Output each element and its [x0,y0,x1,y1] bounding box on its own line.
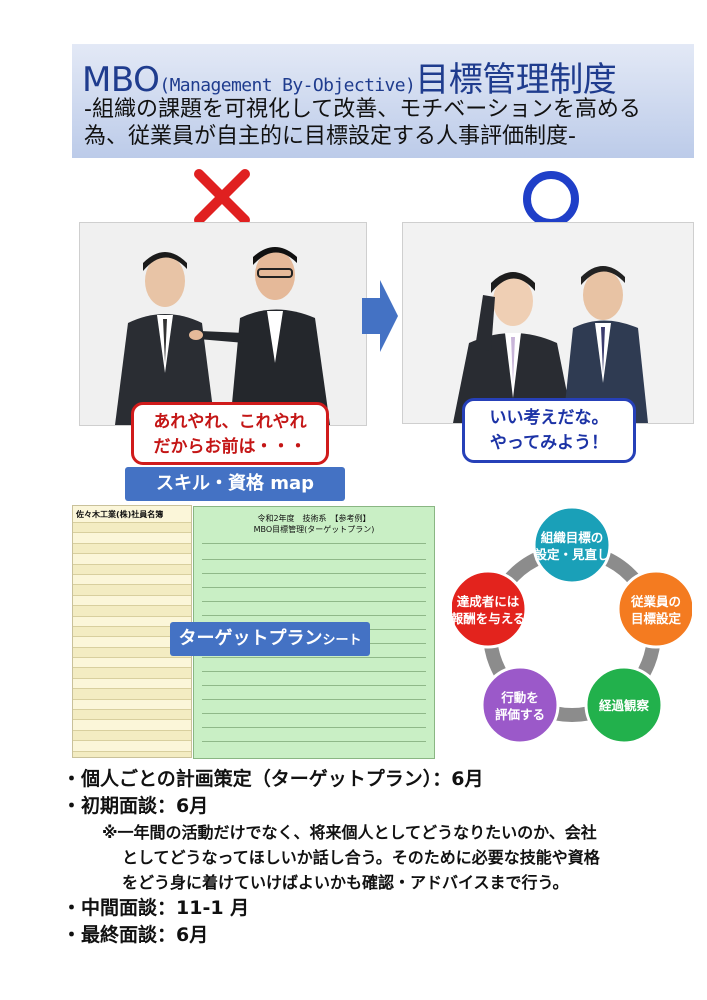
bubble-good-line1: いい考えだな。 [489,408,609,428]
plan-grid-line [202,727,426,728]
roster-row [73,698,191,709]
plan-grid-line [202,713,426,714]
page-title: MBO(Management By-Objective)目標管理制度 [82,52,617,101]
roster-row [73,677,191,688]
cycle-step-label: 目標設定 [631,611,682,626]
blue-circle-icon [523,171,579,227]
subtitle: -組織の課題を可視化して改善、モチベーションを高める為、従業員が自主的に目標設定… [84,97,641,149]
plan-grid-line [202,573,426,574]
plan-grid-line [202,685,426,686]
roster-title: 佐々木工業(株)社員名簿 [76,510,164,519]
roster-row [73,542,191,554]
roster-row [73,625,191,637]
bullet-final-interview: ・最終面談：6月 [62,924,209,946]
plan-grid-line [202,601,426,602]
speech-bubble-encouraging: いい考えだな。 やってみよう！ [462,398,636,463]
cycle-step-label: 報酬を与える [452,611,525,626]
plan-grid-line [202,615,426,616]
roster-row [73,605,191,616]
note-line1: ※一年間の活動だけでなく、将来個人としてどうなりたいのか、会社 [102,823,597,842]
cycle-step-circle [584,665,664,745]
roster-row [73,573,191,584]
plan-grid-line [202,741,426,742]
photo-scolding-businessmen [79,222,367,426]
plan-grid-line [202,671,426,672]
cycle-step-label: 評価する [495,707,545,722]
roster-row [73,729,191,741]
cycle-step-label: 経過観察 [599,698,650,713]
plan-grid-line [202,559,426,560]
right-arrow-icon [362,280,398,352]
smiling-illustration [403,223,693,423]
bubble-bad-line1: あれやれ、これやれ [153,412,307,432]
cycle-step-label: 達成者には [457,594,520,609]
title-banner [72,44,694,158]
roster-rows [73,522,191,757]
plan-grid-line [202,657,426,658]
interview-note: ※一年間の活動だけでなく、将来個人としてどうなりたいのか、会社 としてどうなって… [102,820,692,895]
cycle-step-3: 経過観察 [584,665,664,745]
roster-row [73,719,191,729]
note-line3: をどう身に着けていけばよいかも確認・アドバイスまで行う。 [122,873,569,892]
bubble-bad-line2: だからお前は・・・ [153,437,307,457]
cycle-step-label: 設定・見直し [534,547,609,562]
roster-row [73,553,191,563]
roster-row [73,532,191,542]
plan-label-sub: シート [322,633,362,648]
schedule-list: ・個人ごとの計画策定（ターゲットプラン）：6月 ・初期面談：6月 ※一年間の活動… [62,766,692,949]
title-japanese: 目標管理制度 [415,60,617,100]
roster-row [73,594,191,605]
plan-header: 令和2年度 技術系 【参考例】 [257,514,371,523]
roster-row [73,646,191,658]
bubble-good-line2: やってみよう！ [489,433,609,453]
cycle-step-label: 組織目標の [541,530,604,545]
bullet-target-plan: ・個人ごとの計画策定（ターゲットプラン）：6月 [62,768,484,790]
roster-row [73,657,191,667]
note-line2: としてどうなってほしいか話し合う。そのために必要な技能や資格 [122,848,600,867]
cycle-step-circle [616,569,692,649]
plan-label-main: ターゲットプラン [178,628,323,649]
cycle-step-label: 行動を [500,690,539,705]
cycle-step-circle [452,569,528,649]
bullet-initial-interview: ・初期面談：6月 [62,795,209,817]
roster-row [73,563,191,574]
speech-bubble-scolding: あれやれ、これやれ だからお前は・・・ [131,402,329,465]
photo-smiling-businessmen [402,222,694,424]
roster-row [73,636,191,646]
title-mbo: MBO [82,60,160,100]
cycle-step-circle [480,665,560,745]
plan-grid-line [202,543,426,544]
scolding-illustration [80,223,366,425]
roster-row [73,667,191,678]
red-cross-icon [194,169,250,225]
plan-grid-line [202,699,426,700]
roster-row [73,522,191,533]
plan-subheader: MBO目標管理(ターゲットプラン) [253,525,375,534]
plan-grid-line [202,587,426,588]
roster-row [73,740,191,750]
cycle-step-circle [532,505,612,585]
target-plan-label: ターゲットプランシート [170,622,370,656]
skill-map-label: スキル・資格 map [125,467,345,501]
roster-row [73,688,191,699]
roster-row [73,750,191,757]
employee-roster-sheet: 佐々木工業(株)社員名簿 [72,505,192,758]
roster-row [73,584,191,595]
roster-row [73,709,191,720]
bullet-midterm-interview: ・中間面談：11-1 月 [62,897,250,919]
title-english: (Management By-Objective) [159,75,416,96]
cycle-step-label: 従業員の [630,594,681,609]
roster-row [73,615,191,626]
